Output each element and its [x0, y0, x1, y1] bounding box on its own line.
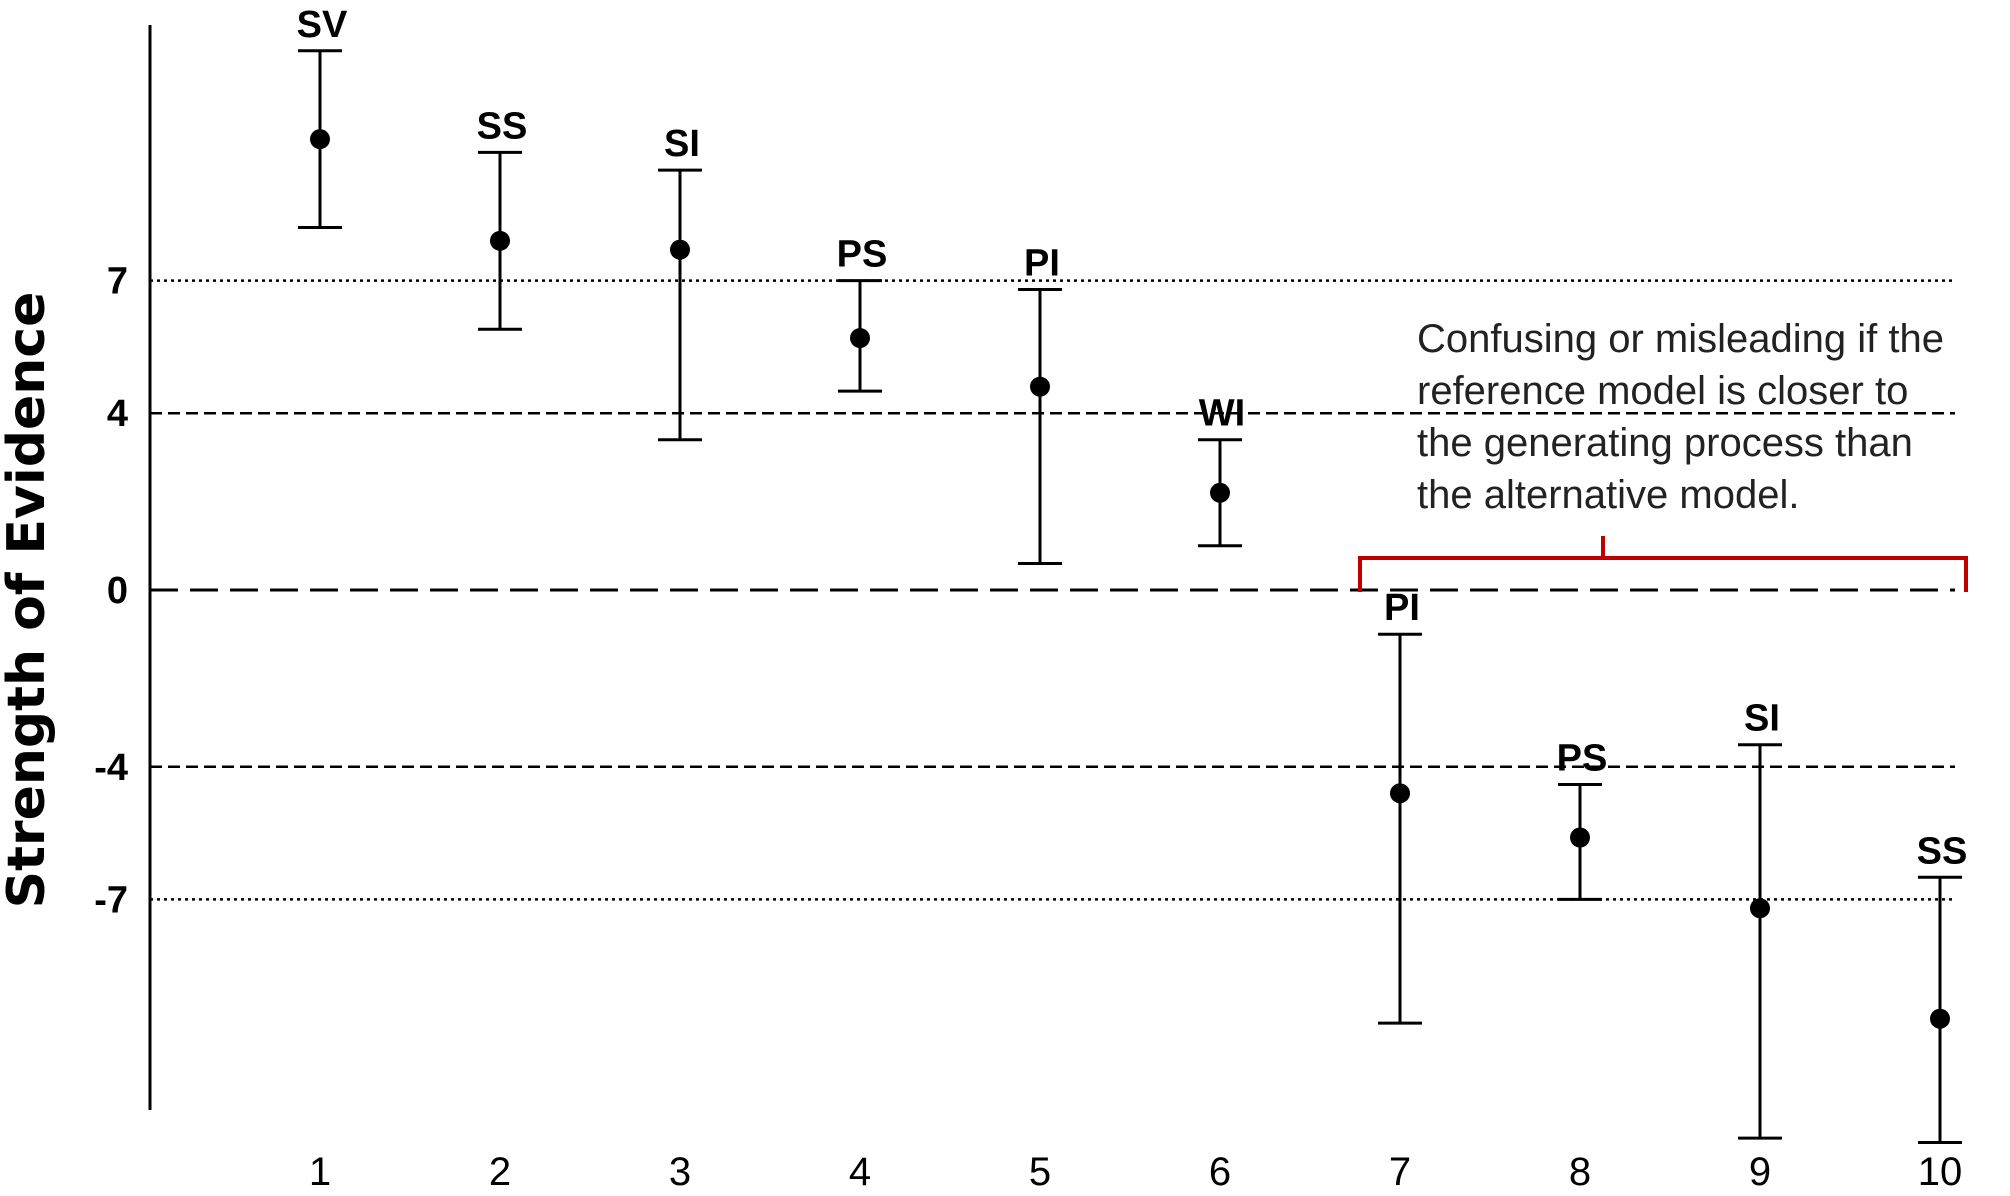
data-point — [490, 230, 510, 251]
point-label: SS — [1917, 830, 1968, 872]
point-label: WI — [1199, 393, 1245, 435]
x-tick-label: 8 — [1569, 1150, 1591, 1194]
x-tick-label: 6 — [1209, 1150, 1231, 1194]
point-label: PI — [1024, 242, 1060, 284]
x-tick-label: 7 — [1389, 1150, 1411, 1194]
annotation-line: reference model is closer to — [1417, 369, 1908, 413]
data-point — [1750, 898, 1770, 919]
x-tick-labels: 1 2 3 4 5 6 7 8 9 10 — [309, 1150, 1962, 1194]
y-tick-label: -4 — [94, 747, 128, 789]
x-tick-label: 1 — [309, 1150, 331, 1194]
annotation-line: the alternative model. — [1417, 473, 1799, 517]
error-bars — [298, 49, 1962, 1144]
data-point — [670, 239, 690, 260]
x-tick-label: 9 — [1749, 1150, 1771, 1194]
x-tick-label: 5 — [1029, 1150, 1051, 1194]
point-label: SV — [297, 4, 348, 46]
x-tick-label: 10 — [1918, 1150, 1963, 1194]
error-bar-point — [298, 49, 342, 230]
data-point — [310, 129, 330, 150]
point-label: SI — [1744, 698, 1780, 740]
y-axis-label: Strength of Evidence — [0, 292, 57, 909]
x-tick-label: 3 — [669, 1150, 691, 1194]
data-point — [1390, 783, 1410, 804]
point-label: PS — [1557, 737, 1608, 779]
error-bar-point — [838, 279, 882, 393]
y-tick-label: 7 — [107, 261, 128, 303]
point-label: PI — [1384, 587, 1420, 629]
y-tick-labels: 7 4 0 -4 -7 — [94, 261, 128, 922]
error-bar-point — [478, 150, 522, 331]
point-labels: SV SS SI PS PI WI PI PS SI SS — [297, 4, 1968, 873]
point-label: SS — [477, 105, 528, 147]
y-tick-label: 0 — [107, 570, 128, 612]
data-point — [1570, 827, 1590, 848]
error-bar-point — [1738, 743, 1782, 1140]
annotation-line: Confusing or misleading if the — [1417, 317, 1944, 361]
error-bar-point — [1198, 438, 1242, 548]
error-bar-point — [1378, 632, 1422, 1025]
annotation-line: the generating process than — [1417, 421, 1913, 465]
data-point — [1930, 1008, 1950, 1029]
error-bar-point — [1558, 782, 1602, 901]
annotation-bracket — [1358, 536, 1968, 592]
point-label: PS — [837, 234, 888, 276]
annotation-text: Confusing or misleading if the reference … — [1417, 317, 1944, 517]
bracket-line — [1358, 556, 1968, 592]
point-label: SI — [664, 123, 700, 165]
error-bar-point — [1918, 875, 1962, 1144]
data-point — [850, 328, 870, 349]
error-bar-point — [1018, 287, 1062, 565]
data-point — [1210, 482, 1230, 503]
y-tick-label: 4 — [107, 393, 128, 435]
y-tick-label: -7 — [94, 879, 128, 921]
x-tick-label: 2 — [489, 1150, 511, 1194]
reference-lines — [150, 279, 1955, 901]
data-point — [1030, 376, 1050, 397]
x-tick-label: 4 — [849, 1150, 871, 1194]
error-bar-point — [658, 168, 702, 442]
